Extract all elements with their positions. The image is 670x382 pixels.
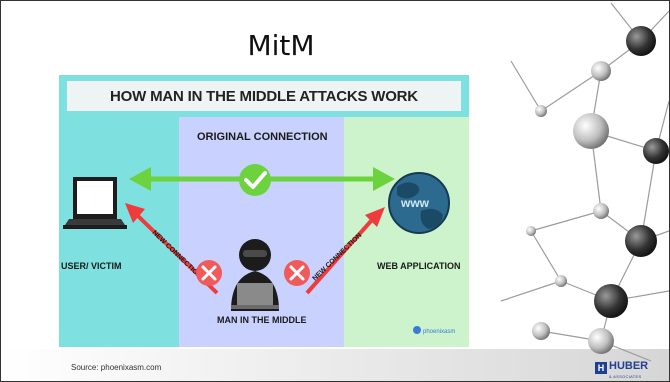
man-in-the-middle-label: MAN IN THE MIDDLE (217, 315, 307, 325)
logo-wordmark: HUBER & ASSOCIATES (609, 356, 649, 380)
new-connection-right-label: NEW CONNECTION (312, 232, 364, 282)
globe-text: www (400, 196, 430, 210)
slide-title: MitM (247, 29, 315, 62)
x-icon (284, 260, 310, 286)
check-icon (239, 164, 271, 196)
original-connection-label: ORIGINAL CONNECTION (197, 131, 328, 143)
banner-title: HOW MAN IN THE MIDDLE ATTACKS WORK (67, 81, 461, 111)
logo-name: HUBER (609, 360, 649, 372)
logo-mark: H (595, 361, 607, 374)
diagram-graphics: www NEW CONNECTION NEW CONNECTION (63, 164, 455, 335)
new-connection-right-arrow (305, 207, 385, 295)
watermark-text: phoenixasm (423, 329, 455, 335)
diagram-banner: HOW MAN IN THE MIDDLE ATTACKS WORK (59, 75, 469, 117)
victim-panel (59, 117, 179, 347)
phoenixasm-watermark: phoenixasm (413, 326, 455, 335)
hacker-icon (231, 239, 279, 311)
globe-icon: www (388, 172, 450, 234)
server-panel (344, 117, 469, 347)
x-icon (196, 260, 222, 286)
mitm-diagram: HOW MAN IN THE MIDDLE ATTACKS WORK ORIGI… (59, 75, 469, 347)
new-connection-left-label: NEW CONNECTION (151, 229, 203, 279)
logo-sub: & ASSOCIATES (609, 374, 642, 379)
huber-logo: H HUBER & ASSOCIATES (595, 356, 648, 379)
web-application-label: WEB APPLICATION (377, 261, 461, 271)
user-victim-label: USER/ VICTIM (61, 261, 122, 271)
laptop-icon (63, 177, 127, 229)
source-caption: Source: phoenixasm.com (71, 363, 162, 372)
